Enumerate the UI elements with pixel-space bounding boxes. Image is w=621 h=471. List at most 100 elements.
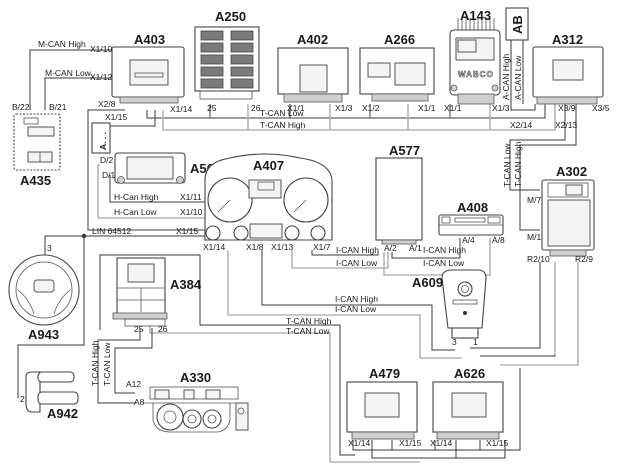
signal-tcan-low-top: T-CAN Low: [260, 108, 304, 118]
signal-ican-high-c: I-CAN High: [335, 294, 378, 304]
component-a564[interactable]: A564 D/2 D/1: [100, 152, 222, 184]
label-ab: AB: [510, 15, 525, 34]
wire-ican-low-a: [291, 250, 389, 269]
component-a479[interactable]: A479 X1/14 X1/15: [346, 366, 421, 448]
component-a407[interactable]: A407 X1/14 X1/8 X1/13 X1/7: [203, 153, 333, 252]
signal-ican-low-b: I-CAN Low: [423, 258, 465, 268]
signal-tcan-low-left: T-CAN Low: [102, 342, 112, 386]
pin-a609-3: 3: [452, 337, 457, 347]
signal-ican-low-c: I-CAN Low: [335, 304, 377, 314]
wire-mcan-low: [44, 77, 112, 110]
wire-a609-right: [470, 262, 541, 349]
label-a312: A312: [552, 32, 583, 47]
wires: [17, 40, 579, 463]
component-a143[interactable]: WABCO A143 X1/1 X1/3: [444, 8, 510, 113]
wire-tcan-right-high: [519, 104, 577, 231]
pin-a312-x2-13: X2/13: [555, 120, 577, 130]
component-a330[interactable]: A330 A12 A8: [126, 370, 249, 433]
label-a942: A942: [47, 406, 78, 421]
pin-a403-x2-8: X2/8: [98, 99, 116, 109]
pin-a402-x1-1: X1/1: [287, 103, 305, 113]
component-a302[interactable]: A302 M/7 M/1 R2/10 R2/9: [527, 164, 595, 264]
pin-a330-a12: A12: [126, 379, 141, 389]
pin-a302-m1: M/1: [527, 232, 541, 242]
component-a408[interactable]: A408 A/4 A/8: [438, 200, 505, 245]
pin-a403-x1-15: X1/15: [105, 112, 127, 122]
label-a250: A250: [215, 9, 246, 24]
component-a942[interactable]: 2 A942: [20, 371, 79, 421]
component-a-dots[interactable]: A. . .: [91, 122, 111, 154]
pin-a402-x1-3: X1/3: [335, 103, 353, 113]
pin-a943-3: 3: [47, 243, 52, 253]
wire-acan-high: [510, 40, 536, 111]
label-a479: A479: [369, 366, 400, 381]
label-a330: A330: [180, 370, 211, 385]
wire-tcan-high-left: [97, 328, 141, 404]
a250-relay-grid: [200, 30, 254, 89]
component-a384[interactable]: A384 25 26: [112, 257, 202, 334]
component-a312[interactable]: A312 X2/14 X3/9 X2/13 X3/5: [510, 32, 610, 130]
signal-ican-high-b: I-CAN High: [423, 245, 466, 255]
signal-acan-high: A-CAN High: [501, 53, 511, 100]
pin-a408-a8: A/8: [492, 235, 505, 245]
pin-a250-25: 25: [207, 103, 217, 113]
wire-bottom-bus: [352, 368, 521, 459]
wire-adots: [110, 110, 156, 127]
pin-a626-x1-14: X1/14: [430, 438, 452, 448]
component-ab[interactable]: AB A-CAN High A-CAN Low: [501, 7, 529, 100]
label-a302: A302: [556, 164, 587, 179]
component-a577[interactable]: A577 A/2 A/1: [375, 143, 423, 253]
pin-a407-x1-7: X1/7: [313, 242, 331, 252]
signal-tcan-high-right: T-CAN High: [513, 141, 523, 187]
wire-ican-high-a: [311, 250, 379, 256]
wire-tcan-low-left: [114, 328, 153, 394]
component-a609[interactable]: A609 3 1: [412, 269, 487, 347]
pin-a942-2: 2: [20, 394, 25, 404]
pin-a435-b22: B/22: [12, 102, 30, 112]
pin-a403-x1-10: X1/10: [90, 44, 112, 54]
pin-a143-x1-3: X1/3: [492, 103, 510, 113]
pin-a330-a8: A8: [134, 397, 145, 407]
pin-a312-x2-14: X2/14: [510, 120, 532, 130]
pin-a609-1: 1: [473, 337, 478, 347]
label-a266: A266: [384, 32, 415, 47]
pin-a564-d1: D/1: [102, 170, 116, 180]
component-a626[interactable]: A626 X1/14 X1/15: [430, 366, 508, 448]
label-a402: A402: [297, 32, 328, 47]
component-a250[interactable]: A250 25 26: [194, 9, 261, 113]
label-a435: A435: [20, 173, 51, 188]
pin-a626-x1-15: X1/15: [486, 438, 508, 448]
wire-tcan-high-top: [162, 104, 556, 131]
wire-lin: [44, 235, 218, 255]
wire-ican-low-c: [227, 250, 462, 359]
component-a403[interactable]: A403 X1/10 X1/12 X2/8 X1/15 X1/14: [90, 32, 192, 122]
pin-a384-26: 26: [158, 324, 168, 334]
pin-a403-x1-12: X1/12: [90, 72, 112, 82]
wire-ican-low-b: [383, 238, 491, 276]
wire-lin-down: [17, 236, 85, 395]
pin-a479-x1-15: X1/15: [399, 438, 421, 448]
wire-ican-high-b: [391, 238, 461, 259]
pin-a407-x1-10: X1/10: [180, 207, 202, 217]
wire-hcan-low: [97, 164, 212, 219]
signal-tcan-high-left: T-CAN High: [90, 340, 100, 386]
signal-hcan-high: H-Can High: [114, 192, 159, 202]
pin-a302-r2-9: R2/9: [575, 254, 593, 264]
label-a403: A403: [134, 32, 165, 47]
wire-tcan-high-mid: [99, 254, 355, 456]
label-a-dots: A. . .: [98, 132, 108, 150]
label-a407: A407: [253, 158, 284, 173]
pin-a479-x1-14: X1/14: [348, 438, 370, 448]
wire-a609-right2: [480, 262, 556, 357]
component-a943[interactable]: 3 A943: [8, 243, 80, 342]
wire-a403-x1-15: [87, 109, 218, 231]
label-a943: A943: [28, 327, 59, 342]
pin-a312-x3-9: X3/9: [558, 103, 576, 113]
wire-tcan-low-mid: [149, 325, 420, 463]
label-a626: A626: [454, 366, 485, 381]
component-a402[interactable]: A402 X1/1 X1/3: [277, 32, 353, 113]
component-a435[interactable]: A435 B/22 B/21: [12, 102, 67, 188]
pin-a312-x3-5: X3/5: [592, 103, 610, 113]
component-a266[interactable]: A266 X1/2 X1/1: [359, 32, 436, 113]
